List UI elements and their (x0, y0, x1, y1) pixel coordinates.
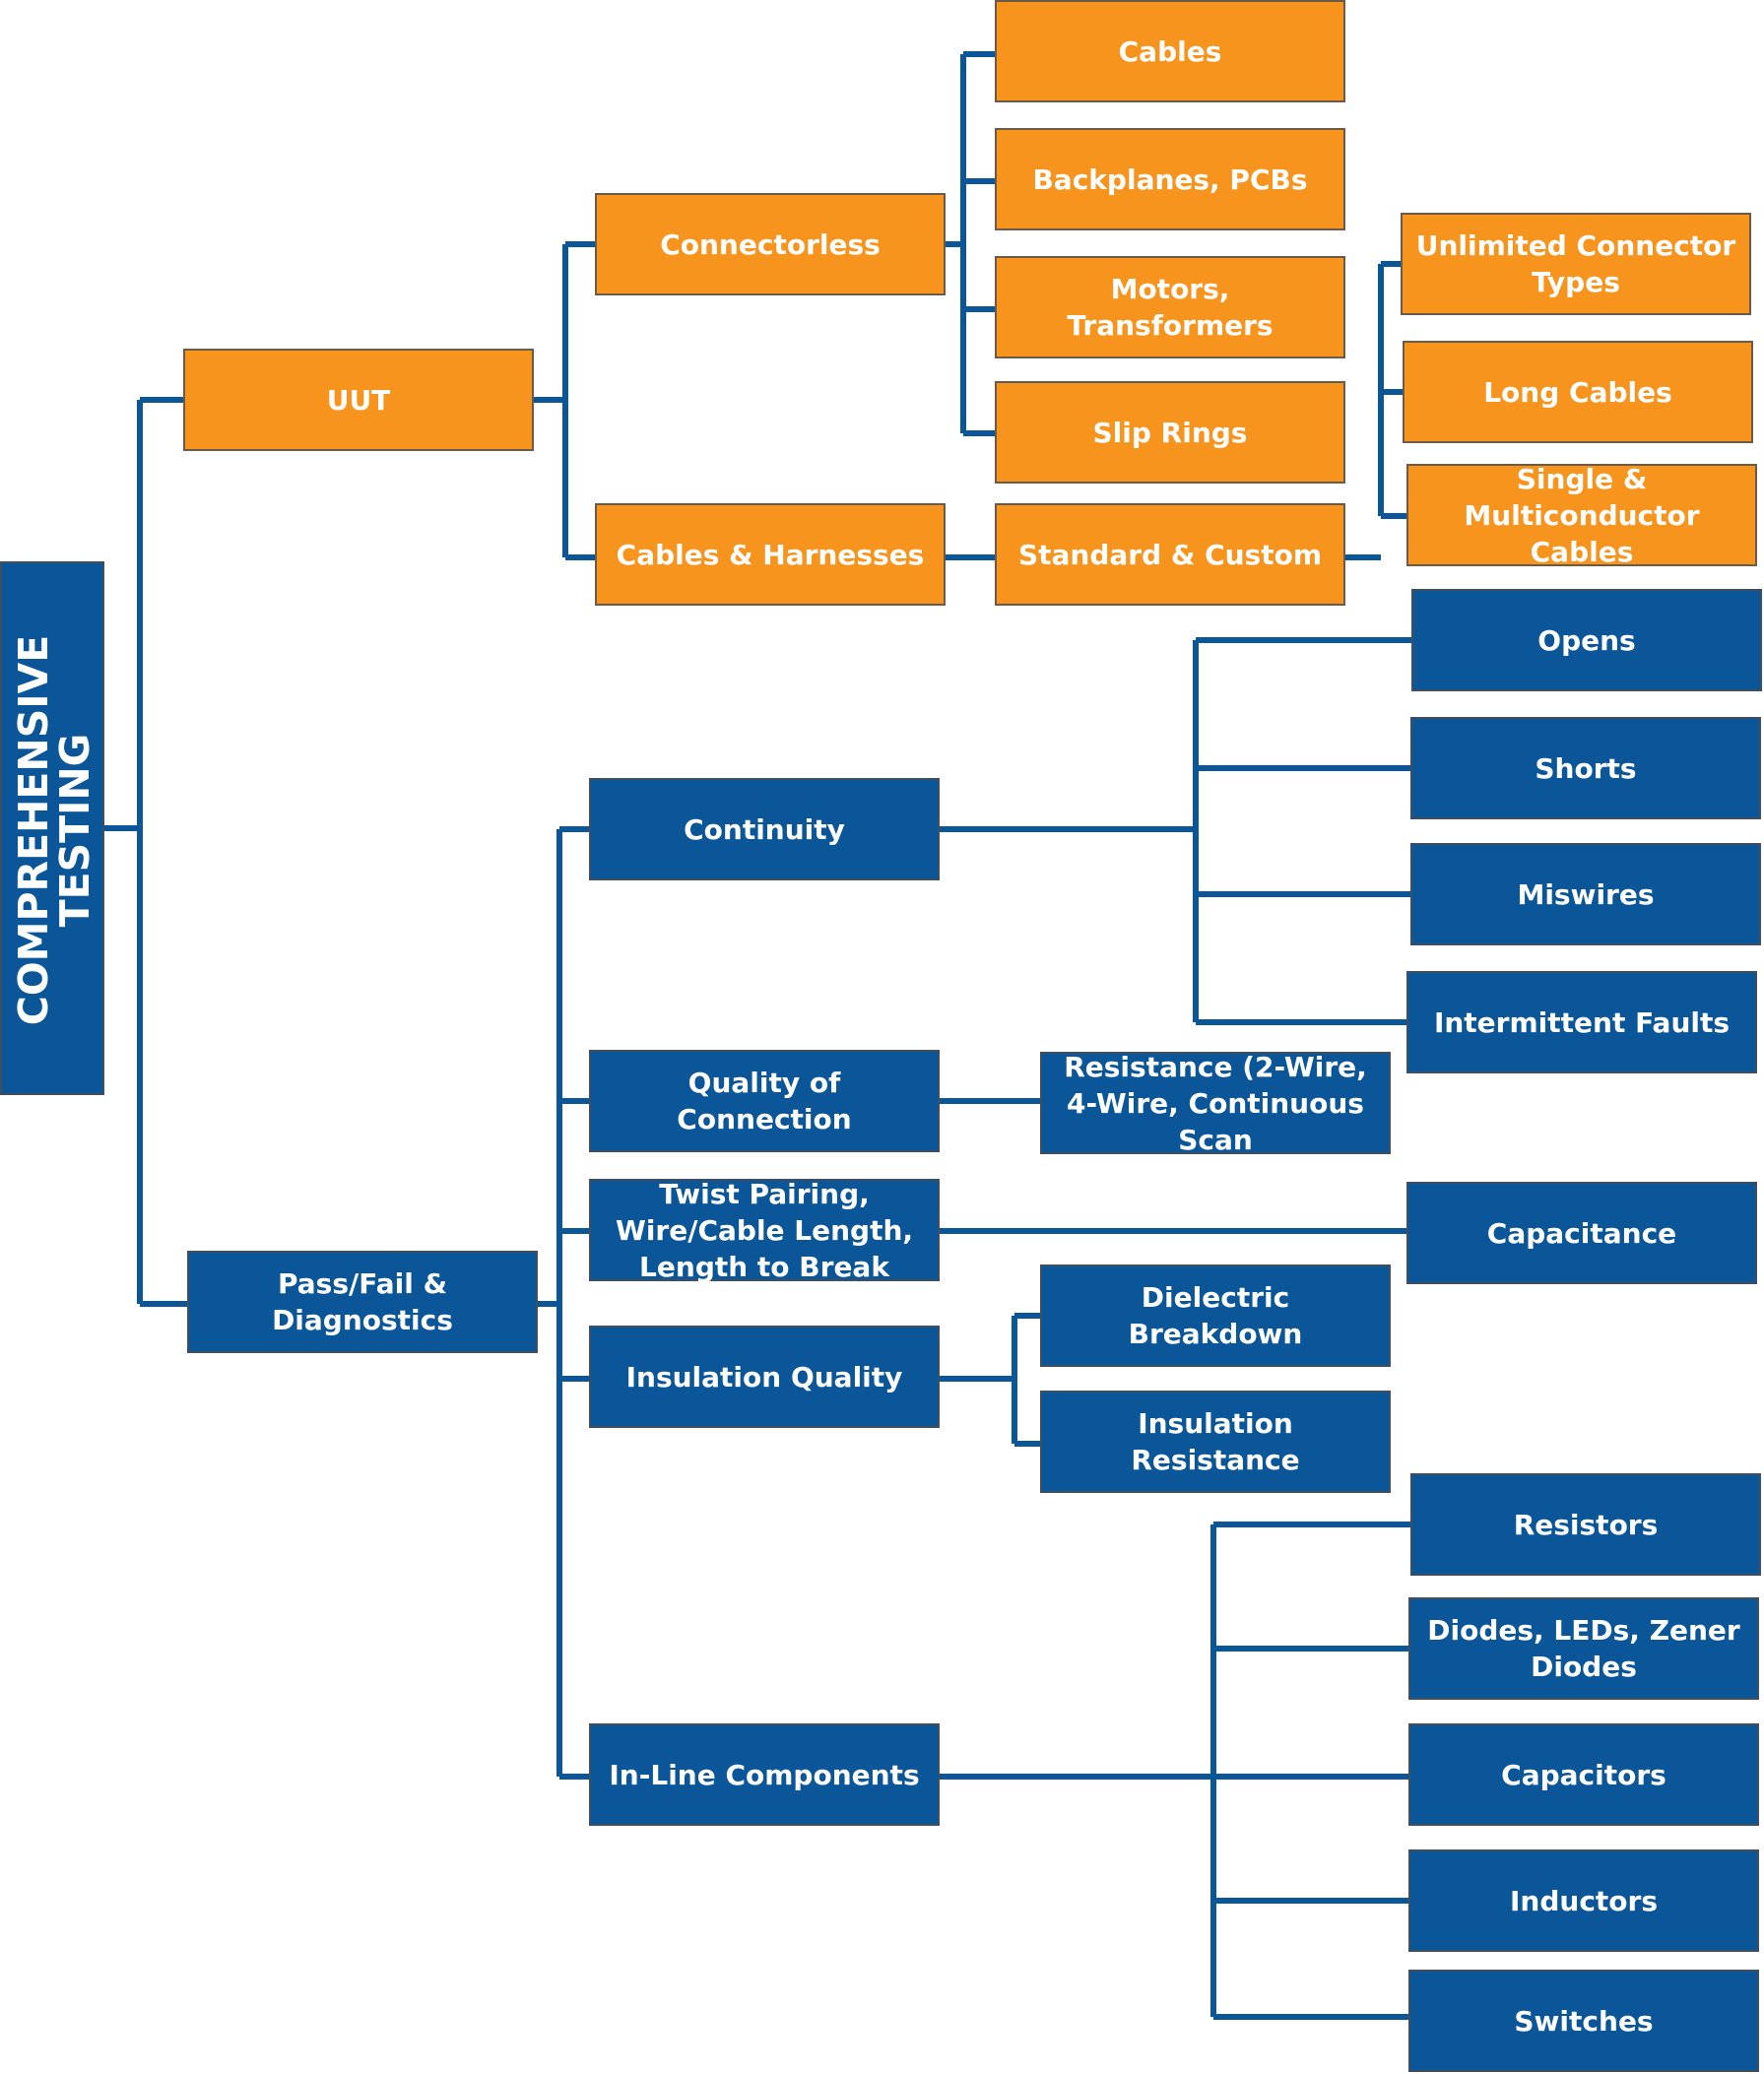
node-resistors: Resistors (1410, 1473, 1761, 1576)
node-cables-harnesses: Cables & Harnesses (595, 503, 946, 606)
node-miswires: Miswires (1410, 843, 1761, 945)
connector-uut (534, 241, 595, 560)
root-label-line2: TESTING (51, 733, 98, 928)
node-quality-of-connection: Quality of Connection (589, 1050, 940, 1152)
node-opens: Opens (1411, 589, 1762, 691)
node-slip-rings: Slip Rings (995, 381, 1345, 484)
node-single-multiconductor-cables: Single & Multiconductor Cables (1406, 463, 1757, 568)
node-capacitors: Capacitors (1408, 1723, 1759, 1826)
node-long-cables: Long Cables (1403, 341, 1753, 443)
node-dielectric-breakdown: Dielectric Breakdown (1040, 1264, 1391, 1367)
node-capacitance: Capacitance (1406, 1182, 1757, 1284)
connector-inline (940, 1522, 1410, 2020)
connector-standard-custom (1345, 261, 1406, 560)
root-node-comprehensive-testing: COMPREHENSIVE TESTING (0, 561, 104, 1095)
node-pass-fail-diagnostics: Pass/Fail & Diagnostics (187, 1251, 538, 1353)
root-label-line1: COMPREHENSIVE (10, 634, 57, 1026)
root-label: COMPREHENSIVE TESTING (10, 574, 98, 1086)
connector-insulation (940, 1313, 1040, 1447)
node-resistance: Resistance (2-Wire, 4-Wire, Continuous S… (1040, 1051, 1391, 1156)
connector-connectorless (946, 51, 995, 436)
node-cables: Cables (995, 0, 1345, 102)
connector-root (104, 397, 187, 1307)
node-twist-pairing: Twist Pairing, Wire/Cable Length, Length… (589, 1178, 940, 1283)
node-continuity: Continuity (589, 778, 940, 880)
node-connectorless: Connectorless (595, 193, 946, 295)
node-motors-transformers: Motors, Transformers (995, 256, 1345, 358)
node-standard-custom: Standard & Custom (995, 503, 1345, 606)
node-shorts: Shorts (1410, 717, 1761, 819)
node-in-line-components: In-Line Components (589, 1723, 940, 1826)
node-intermittent-faults: Intermittent Faults (1406, 971, 1757, 1073)
node-inductors: Inductors (1408, 1849, 1759, 1952)
node-unlimited-connector-types: Unlimited Connector Types (1401, 213, 1751, 315)
node-diodes-leds: Diodes, LEDs, Zener Diodes (1408, 1597, 1759, 1700)
node-uut: UUT (183, 349, 534, 451)
connector-pass-fail (538, 826, 589, 1780)
node-switches: Switches (1408, 1970, 1759, 2072)
connector-continuity (940, 637, 1411, 1025)
node-insulation-quality: Insulation Quality (589, 1326, 940, 1428)
node-insulation-resistance: Insulation Resistance (1040, 1391, 1391, 1493)
node-backplanes-pcbs: Backplanes, PCBs (995, 128, 1345, 230)
